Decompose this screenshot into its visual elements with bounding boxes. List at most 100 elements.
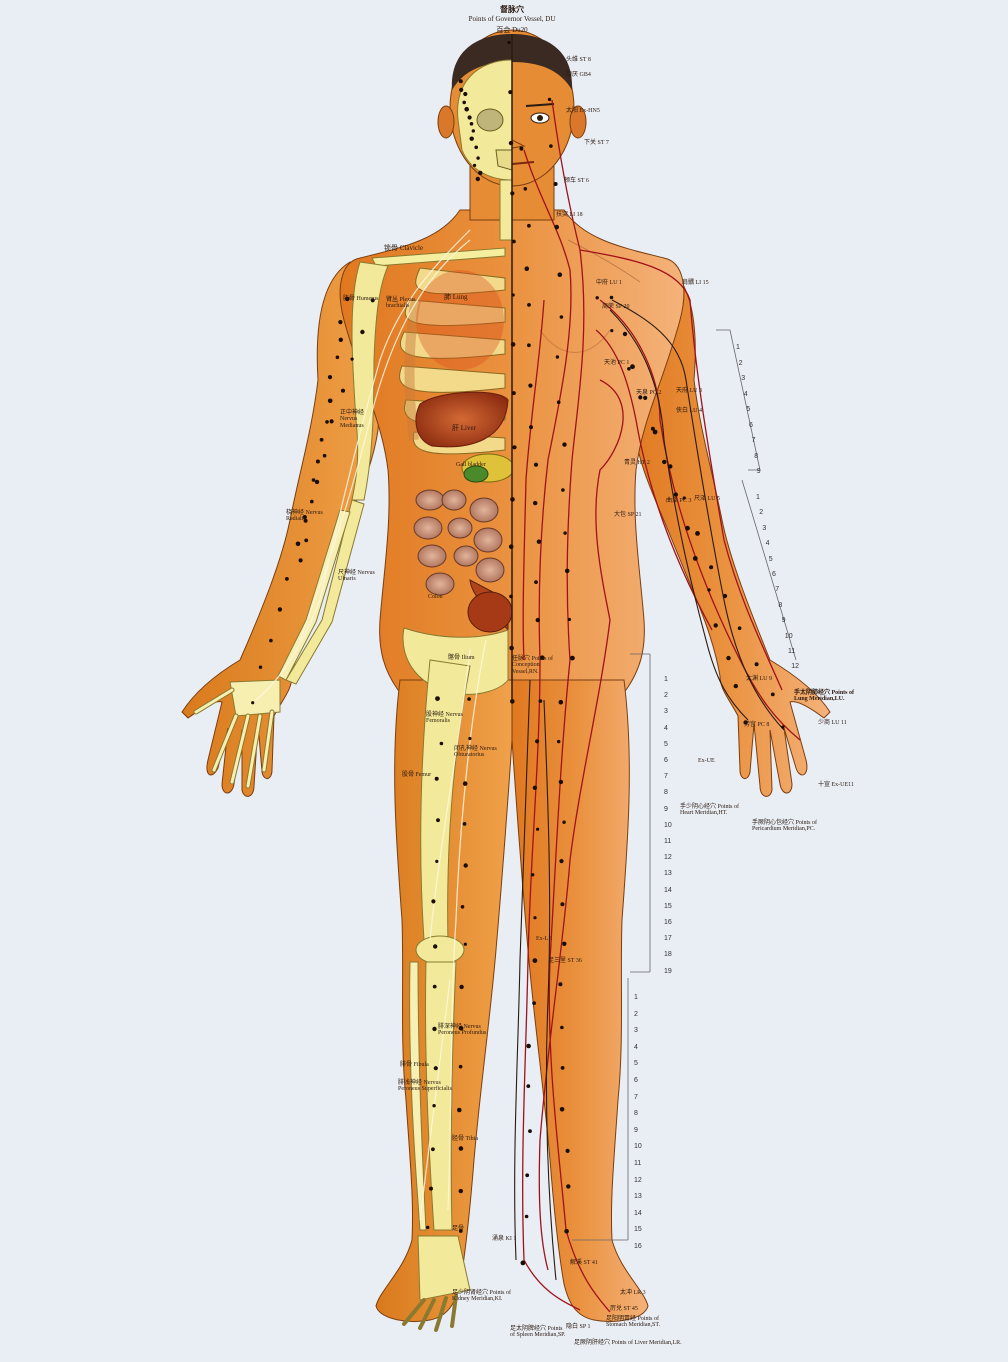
point-ht2: 青灵 HT 2: [624, 460, 650, 466]
acupoint-dot: [559, 700, 564, 705]
acupoint-dot: [512, 293, 515, 296]
label-humerus: 肱骨 Humerus: [343, 296, 383, 302]
acupoint-dot: [338, 320, 342, 324]
acupoint-dot: [561, 1066, 565, 1070]
point-lu5: 尺泽 LU 5: [694, 496, 720, 502]
scale-mark-thigh: 17: [664, 935, 672, 942]
acupoint-dot: [566, 1149, 570, 1153]
scale-mark-forearm: 1: [756, 494, 760, 501]
scale-mark-torso: 2: [739, 360, 743, 367]
label-nervus-peroneus-profundus: 腓深神经 Nervus Peroneus Profundus: [438, 1024, 494, 1037]
point-lr3: 太冲 LR 3: [620, 1290, 646, 1296]
acupoint-dot: [525, 1173, 529, 1177]
acupoint-dot: [304, 539, 308, 543]
scale-mark-thigh: 18: [664, 951, 672, 958]
acupoint-dot: [436, 818, 440, 822]
acupoint-dot: [536, 618, 540, 622]
point-lu1: 中府 LU 1: [596, 280, 622, 286]
acupoint-dot: [561, 488, 565, 492]
label-nervus-peroneus-superficialis: 腓浅神经 Nervus Peroneus Superficialis: [398, 1080, 458, 1093]
header-title-cn: 督脉穴: [500, 6, 524, 14]
point-ex-le: Ex-LE: [536, 936, 552, 942]
point-st36: 足三里 ST 36: [548, 958, 582, 964]
acupoint-dot: [464, 107, 469, 112]
acupoint-dot: [558, 982, 562, 986]
scale-mark-thigh: 6: [664, 757, 668, 764]
acupoint-dot: [560, 902, 564, 906]
acupoint-dot: [536, 828, 539, 831]
scale-mark-torso: 4: [744, 391, 748, 398]
scale-mark-forearm: 9: [782, 617, 786, 624]
scale-mark-lower-leg: 9: [634, 1127, 638, 1134]
acupoint-dot: [433, 944, 437, 948]
scale-mark-lower-leg: 16: [634, 1243, 642, 1250]
acupoint-dot: [320, 438, 324, 442]
acupoint-dot: [510, 699, 515, 704]
acupoint-dot: [360, 330, 364, 334]
acupoint-dot: [534, 580, 538, 584]
label-femur: 股骨 Femur: [402, 772, 431, 778]
acupoint-dot: [674, 492, 678, 496]
acupoint-dot: [533, 958, 538, 963]
acupoint-dot: [521, 1261, 526, 1266]
scale-mark-lower-leg: 10: [634, 1143, 642, 1150]
acupoint-dot: [351, 358, 354, 361]
acupoint-dot: [323, 454, 327, 458]
scale-mark-thigh: 16: [664, 919, 672, 926]
acupoint-dot: [563, 531, 566, 534]
acupoint-dot: [435, 696, 440, 701]
acupoint-dot: [771, 693, 775, 697]
acupoint-dot: [457, 1108, 462, 1113]
acupoint-dot: [734, 684, 738, 688]
acupoint-dot: [463, 781, 468, 786]
acupoint-dot: [560, 315, 564, 319]
acupoint-dot: [426, 1226, 429, 1229]
acupoint-dot: [509, 595, 513, 599]
acupoint-dot: [463, 92, 467, 96]
acupoint-dot: [557, 400, 561, 404]
scale-mark-thigh: 5: [664, 741, 668, 748]
acupoint-dot: [562, 821, 565, 824]
acupoint-dot: [685, 526, 690, 531]
scale-mark-lower-leg: 13: [634, 1193, 642, 1200]
point-st6: 颊车 ST 6: [564, 178, 589, 184]
point-sp21: 大包 SP 21: [614, 512, 641, 518]
acupoint-dot: [610, 329, 613, 332]
point-ex-ue: Ex-UE: [698, 758, 715, 764]
label-nervus-femoralis: 股神经 Nervus Femoralis: [426, 712, 466, 725]
acupoint-dot: [630, 364, 635, 369]
acupoint-dot: [525, 1215, 529, 1219]
acupoint-dot: [285, 577, 289, 581]
scale-mark-lower-leg: 7: [634, 1094, 638, 1101]
acupoint-dot: [566, 1184, 570, 1188]
scale-mark-lower-leg: 2: [634, 1011, 638, 1018]
acupoint-dot: [723, 594, 727, 598]
acupoint-dot: [435, 860, 438, 863]
point-pc8: 劳宫 PC 8: [744, 722, 769, 728]
acupoint-dot: [531, 873, 534, 876]
acupoint-dot: [474, 146, 478, 150]
scale-mark-lower-leg: 1: [634, 994, 638, 1001]
scale-mark-thigh: 14: [664, 887, 672, 894]
point-lu11: 少商 LU 11: [818, 720, 847, 726]
acupoint-dot: [429, 1187, 433, 1191]
acupoint-dot: [527, 224, 531, 228]
acupoint-dot: [668, 464, 672, 468]
point-st8: 头维 ST 8: [566, 57, 591, 63]
acupoint-dot: [560, 1107, 565, 1112]
acupoint-dot: [526, 1044, 531, 1049]
acupoint-dot: [431, 899, 435, 903]
acupoint-dot: [726, 656, 730, 660]
label-gall-bladder: Gall bladder: [456, 462, 486, 468]
scale-mark-lower-leg: 3: [634, 1027, 638, 1034]
acupoint-dot: [508, 90, 512, 94]
acupoint-dot: [707, 588, 710, 591]
acupoint-dot: [554, 182, 558, 186]
point-li15: 肩髃 LI 15: [682, 280, 709, 286]
acupoint-dot: [468, 737, 471, 740]
acupoint-dot: [339, 338, 343, 342]
acupoint-dot: [470, 122, 474, 126]
acupoint-dot: [432, 1104, 435, 1107]
